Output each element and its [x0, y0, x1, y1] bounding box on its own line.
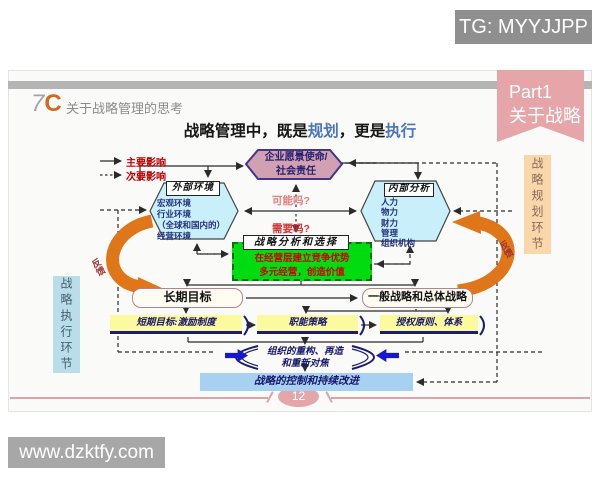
banner-functional-strategy: 职能策略: [257, 315, 358, 334]
question-possible: 可能吗?: [272, 195, 310, 207]
vision-mission-text: 企业愿景使命/社会责任: [264, 152, 328, 177]
logo-7: 7: [31, 90, 45, 117]
question-needed: 需要吗?: [272, 223, 310, 235]
title-text-2: ，更是: [338, 123, 386, 140]
long-term-goals-box: 长期目标: [132, 288, 243, 308]
planning-phase-label: 战略规划环节: [530, 156, 544, 253]
banner-short-term-goals: 短期目标:激励制度: [110, 315, 242, 334]
top-watermark: TG: MYYJJPP: [455, 10, 592, 44]
strategy-analysis-label: 战略分析和选择: [243, 235, 349, 250]
planning-phase-sidebar: 战略规划环节: [524, 155, 551, 254]
slide-footer-line-left: [10, 397, 268, 399]
banner-authorization: 授权原则、体系: [380, 315, 478, 334]
ribbon-part-label: Part1: [509, 82, 553, 102]
reorg-refocus-text: 组织的重构、再造 和重新对焦: [266, 347, 343, 369]
company-logo: 7C: [31, 90, 62, 118]
ribbon-section-label: 关于战略: [509, 105, 581, 126]
bottom-watermark: www.dzktfy.com: [8, 437, 165, 468]
overall-strategy-box: 一般战略和总体战略: [362, 288, 473, 308]
title-highlight-execution: 执行: [385, 123, 417, 140]
strategy-analysis-content: 在经营层建立竞争优势 多元经营，创造价值: [254, 253, 350, 278]
diagram-title: 战略管理中，既是规划，更是执行: [140, 119, 460, 141]
external-env-label: 外部环境: [166, 181, 220, 196]
legend-secondary-label: 次要影响: [126, 172, 166, 183]
slide-footer-line-right: [331, 397, 590, 399]
header-divider-bar: [8, 81, 592, 89]
slide-header-title: 关于战略管理的思考: [66, 101, 184, 116]
page-number-badge: 12: [278, 386, 319, 407]
external-env-items: 宏观环境 行业环境 （全球和国内的） 经营环境: [157, 198, 226, 242]
title-text-1: 战略管理中，既是: [183, 123, 308, 140]
execution-phase-label: 战略执行环节: [59, 276, 73, 373]
internal-analysis-label: 内部分析: [384, 183, 434, 197]
execution-phase-sidebar: 战略执行环节: [53, 276, 80, 373]
legend-primary-label: 主要影响: [126, 158, 166, 169]
internal-analysis-items: 人力 物力 财力 管理 组织机构: [381, 197, 416, 249]
logo-c: C: [44, 90, 62, 117]
strategy-control-box: 战略的控制和持续改进: [200, 373, 413, 391]
title-highlight-planning: 规划: [307, 123, 339, 140]
